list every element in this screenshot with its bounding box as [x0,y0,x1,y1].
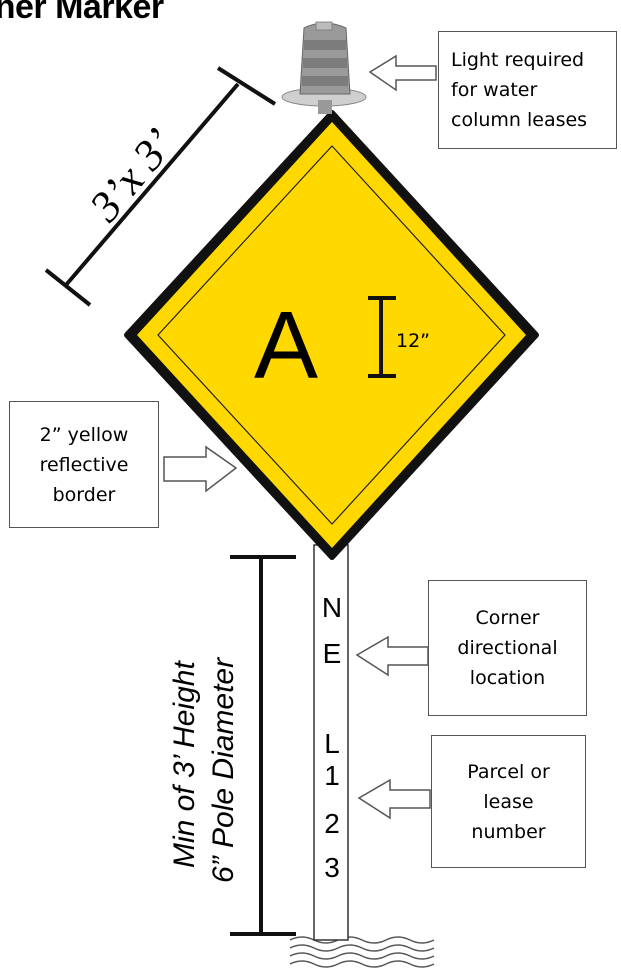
light-fixture [281,21,367,114]
arrow-light [368,54,437,92]
sign-letter: A [254,292,318,399]
pole-letter: 1 [324,760,340,791]
pole-letter: L [324,728,340,759]
callout-light-text: Light required for water column leases [451,49,588,131]
arrow-border [163,445,238,493]
letter-height-bar [368,296,396,378]
letter-height-label: 12” [396,330,430,352]
diamond-sign [124,110,539,560]
pole-letter: 3 [324,852,340,883]
callout-parcel-number: Parcel or lease number [431,735,586,868]
pole-diameter-label: 6” Pole Diameter [207,657,240,883]
pole-height-label: Min of 3’ Height [168,661,201,868]
dimension-label: 3’x 3’ [79,119,184,231]
callout-border-text: 2” yellow reflective border [39,423,129,506]
callout-corner-text: Corner directional location [457,607,558,689]
arrow-corner [355,635,429,677]
pole-letter: N [321,592,343,623]
pole-letter: E [322,638,342,669]
pole [313,544,349,941]
diagram-title: rner Marker [0,0,164,26]
water-ripples [289,936,435,968]
callout-parcel-text: Parcel or lease number [467,760,550,843]
dimension-bar [44,66,277,307]
callout-corner-location: Corner directional location [428,580,587,716]
arrow-parcel [357,778,431,820]
callout-reflective-border: 2” yellow reflective border [9,401,159,528]
pole-height-bar [230,555,296,936]
pole-letter: 2 [324,808,340,839]
callout-light-required: Light required for water column leases [438,31,617,149]
